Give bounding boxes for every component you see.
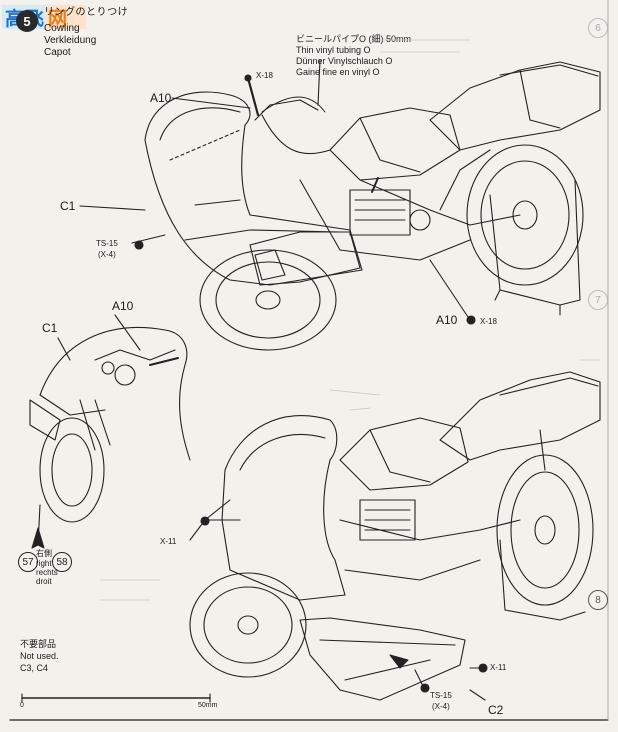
part-label-c1-detail: C1 — [42, 321, 58, 335]
part-label-a10-detail: A10 — [112, 299, 134, 313]
section-title-fr: Capot — [44, 47, 71, 58]
part-label-ts15: TS-15 — [96, 239, 118, 248]
step-ref-58: 58 — [52, 552, 72, 572]
scale-start: 0 — [20, 702, 24, 709]
part-label-ts15-bottom: TS-15 — [430, 691, 452, 700]
tubing-note-jp: ビニールパイプO (細) 50mm — [296, 34, 412, 44]
step-number-badge: 5 — [16, 10, 38, 32]
scale-end: 50mm — [198, 702, 218, 709]
section-title-jp: リングのとりつけ — [44, 7, 129, 18]
side-note-fr: droit — [36, 577, 52, 586]
part-label-a10: A10 — [150, 91, 172, 105]
part-label-x11-left: X-11 — [160, 537, 177, 546]
svg-text:网: 网 — [48, 8, 67, 30]
part-label-x18-right: X-18 — [480, 317, 497, 326]
margin-step-7: 7 — [588, 290, 608, 310]
not-used-jp: 不要部品 — [20, 639, 57, 649]
part-label-x18: X-18 — [256, 71, 273, 80]
part-label-a10-right: A10 — [436, 313, 458, 327]
tubing-note-fr: Gaine fine en vinyl O — [296, 67, 380, 77]
part-label-x11-right: X-11 — [490, 663, 507, 672]
margin-step-6: 6 — [588, 18, 608, 38]
part-label-c2: C2 — [488, 703, 504, 717]
tubing-note-en: Thin vinyl tubing O — [296, 45, 371, 55]
step-ref-57: 57 — [18, 552, 38, 572]
side-note-de: rechts — [36, 568, 58, 577]
margin-step-8: 8 — [588, 590, 608, 610]
part-label-x4: (X-4) — [98, 250, 116, 259]
not-used-parts: C3, C4 — [20, 663, 49, 673]
tubing-note-de: Dünner Vinylschlauch O — [296, 56, 393, 66]
section-title-en: Cowling — [44, 23, 80, 34]
not-used-en: Not used. — [20, 651, 59, 661]
tubing-note: ビニールパイプO (細) 50mm Thin vinyl tubing O Dü… — [296, 34, 411, 78]
part-label-x4-bottom: (X-4) — [432, 702, 450, 711]
side-note-jp: 右側 — [36, 549, 52, 558]
side-note-en: right — [36, 559, 52, 568]
part-label-c1: C1 — [60, 199, 76, 213]
section-title-de: Verkleidung — [44, 35, 97, 46]
